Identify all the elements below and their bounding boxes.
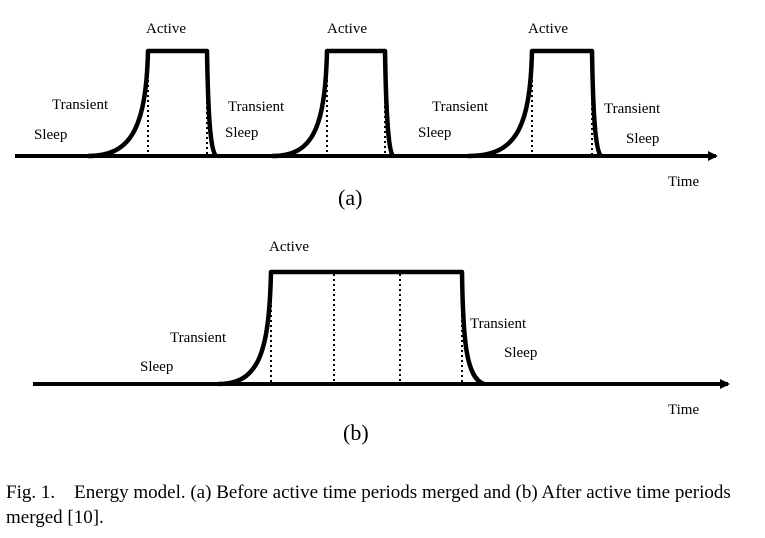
sleep-label: Sleep — [225, 125, 258, 141]
sleep-label: Sleep — [140, 359, 173, 375]
pulse-3 — [467, 48, 603, 159]
sleep-label: Sleep — [418, 125, 451, 141]
transient-label: Transient — [170, 330, 227, 346]
time-label: Time — [668, 402, 699, 418]
active-label: Active — [528, 21, 568, 37]
merged-pulse — [217, 269, 485, 387]
sleep-label: Sleep — [626, 131, 659, 147]
active-label: Active — [146, 21, 186, 37]
panel-b-label: (b) — [343, 420, 369, 445]
active-label: Active — [269, 239, 309, 255]
pulse-2 — [271, 48, 395, 159]
transient-label: Transient — [228, 99, 285, 115]
transient-label: Transient — [604, 101, 661, 117]
transient-label: Transient — [432, 99, 489, 115]
panel-a: Active Transient Sleep Active Transient … — [15, 21, 718, 210]
transient-label: Transient — [52, 97, 109, 113]
active-period-dotted-boxes — [147, 70, 593, 156]
active-label: Active — [327, 21, 367, 37]
active-period-dotted-lines — [270, 274, 463, 384]
sleep-label: Sleep — [34, 127, 67, 143]
time-label: Time — [668, 174, 699, 190]
pulse-1 — [87, 48, 218, 159]
sleep-label: Sleep — [504, 345, 537, 361]
figure-caption: Fig. 1. Energy model. (a) Before active … — [6, 482, 731, 528]
panel-b: Active Transient Sleep Transient Sleep T… — [33, 239, 730, 445]
panel-a-label: (a) — [338, 185, 362, 210]
transient-label: Transient — [470, 316, 527, 332]
